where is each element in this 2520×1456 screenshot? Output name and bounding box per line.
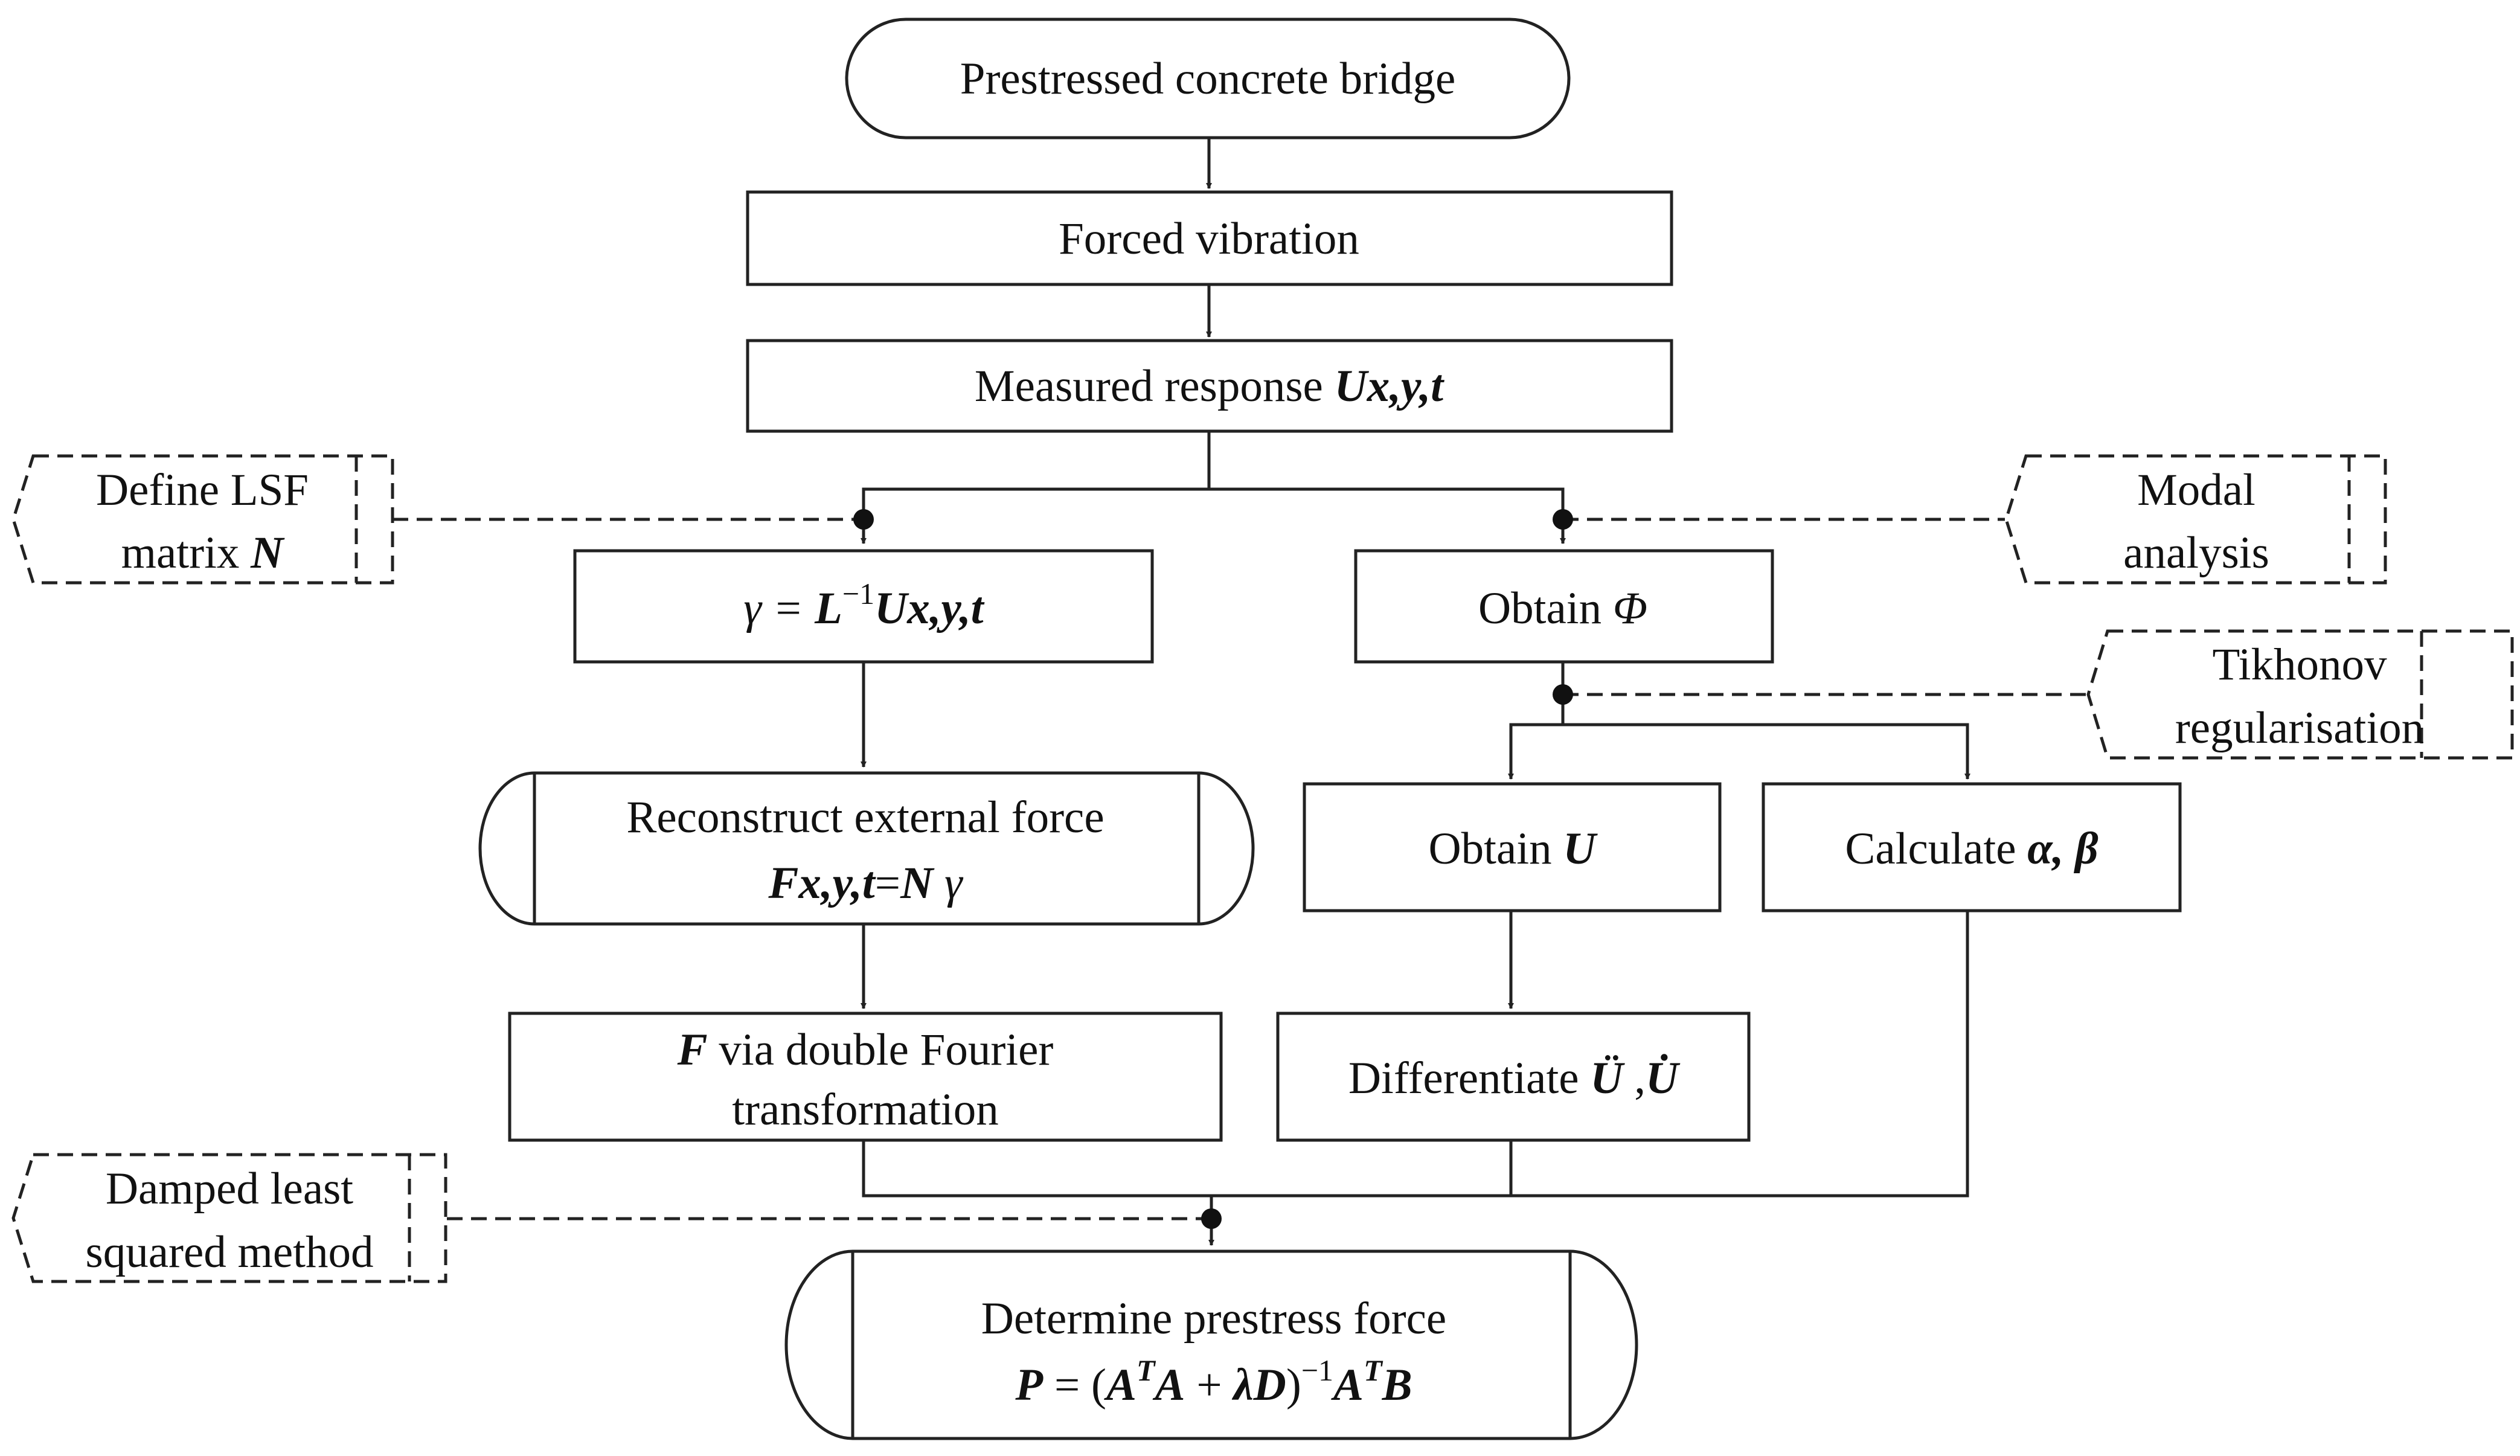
junction-dot-tikhonov [1553, 684, 1573, 705]
svg-text:Prestressed concrete bridge: Prestressed concrete bridge [960, 54, 1456, 104]
junction-dot-damped [1201, 1208, 1222, 1229]
svg-text:Forced vibration: Forced vibration [1059, 214, 1359, 264]
svg-text:Fx,y,t=N γ: Fx,y,t=N γ [768, 858, 964, 908]
svg-text:Determine prestress force: Determine prestress force [981, 1294, 1446, 1344]
differentiate-node: Differentiate Ü ,U̇ [1276, 1012, 1751, 1142]
dashed-links [393, 518, 2087, 1220]
svg-text:matrix N: matrix N [121, 528, 286, 578]
gamma-node: γ = L−1Ux,y,t [573, 549, 1154, 664]
svg-text:Tikhonov: Tikhonov [2212, 640, 2387, 690]
svg-text:Calculate α, β: Calculate α, β [1845, 824, 2098, 874]
obtain-u-node: Obtain U [1303, 782, 1722, 912]
svg-text:analysis: analysis [2123, 528, 2269, 578]
svg-text:Define LSF: Define LSF [96, 465, 309, 515]
note-tikhonov: Tikhonov regularisation [2086, 629, 2514, 760]
obtain-phi-node: Obtain Φ [1354, 549, 1774, 664]
svg-text:squared method: squared method [86, 1227, 374, 1277]
svg-text:Damped least: Damped least [106, 1164, 353, 1214]
reconstruct-force-node: Reconstruct external force Fx,y,t=N γ [478, 771, 1255, 926]
note-modal-analysis: Modal analysis [2004, 454, 2387, 585]
note-define-lsf: Define LSF matrix N [11, 454, 394, 585]
svg-text:Differentiate Ü ,U̇: Differentiate Ü ,U̇ [1348, 1053, 1681, 1103]
prestress-node: Determine prestress force P = (ATA + λD)… [784, 1249, 1638, 1440]
svg-text:Obtain Φ: Obtain Φ [1478, 583, 1647, 633]
svg-text:transformation: transformation [732, 1085, 999, 1135]
forced-vibration-node: Forced vibration [746, 190, 1673, 286]
note-damped-least-squares: Damped least squared method [11, 1153, 447, 1283]
junction-dot-lsf [853, 509, 874, 530]
svg-text:γ = L−1Ux,y,t: γ = L−1Ux,y,t [743, 577, 984, 633]
fourier-node: F via double Fourier transformation [508, 1012, 1223, 1142]
svg-text:Modal: Modal [2137, 465, 2255, 515]
svg-text:Obtain U: Obtain U [1428, 824, 1598, 874]
measured-response-node: Measured response Ux,y,t [746, 339, 1673, 433]
junction-dot-modal [1553, 509, 1573, 530]
start-node: Prestressed concrete bridge [845, 18, 1571, 140]
calculate-node: Calculate α, β [1762, 782, 2182, 912]
svg-text:Reconstruct external force: Reconstruct external force [626, 792, 1104, 842]
svg-text:regularisation: regularisation [2175, 703, 2424, 753]
svg-text:P = (ATA + λD)−1ATB: P = (ATA + λD)−1ATB [1015, 1353, 1412, 1410]
svg-text:Measured response Ux,y,t: Measured response Ux,y,t [975, 361, 1444, 411]
svg-text:F via double Fourier: F via double Fourier [677, 1025, 1054, 1075]
